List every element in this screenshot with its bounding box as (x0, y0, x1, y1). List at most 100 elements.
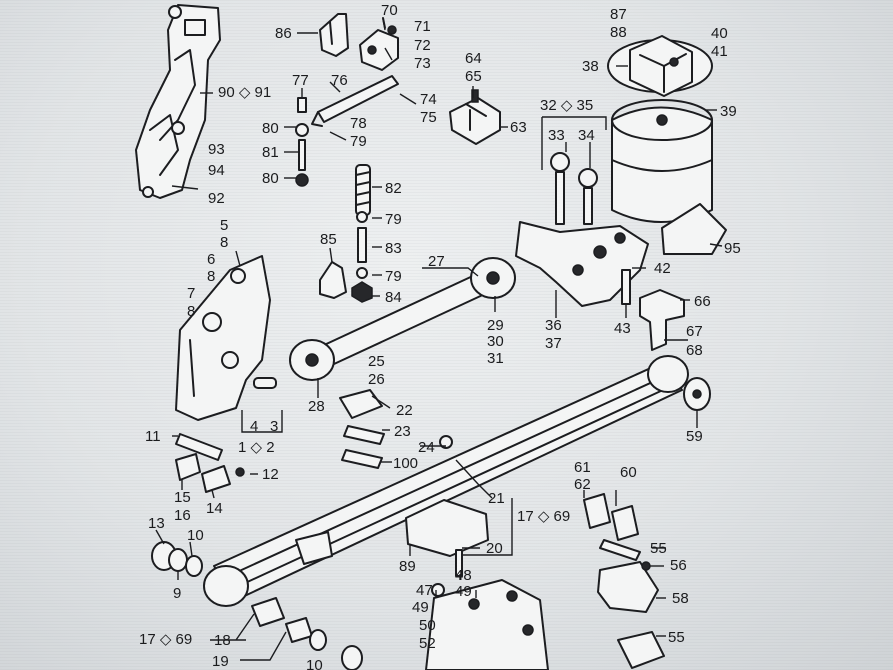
label-28: 28 (308, 398, 325, 415)
air-spring-top-38-41 (607, 35, 713, 97)
label-79-top: 79 (350, 133, 367, 150)
label-80-bottom: 80 (262, 170, 279, 187)
label-79-mid: 79 (385, 211, 402, 228)
label-77: 77 (292, 72, 309, 89)
label-86: 86 (275, 25, 292, 42)
label-5: 5 (220, 217, 228, 234)
bar-11 (175, 433, 223, 461)
washer-59 (683, 377, 711, 411)
pin-3-4 (253, 377, 277, 389)
label-34: 34 (578, 127, 595, 144)
label-92: 92 (208, 190, 225, 207)
label-31: 31 (487, 350, 504, 367)
parts-55-58 (597, 561, 665, 669)
clamp-70-73 (359, 17, 399, 71)
label-20: 20 (486, 540, 503, 557)
label-76: 76 (331, 72, 348, 89)
label-65: 65 (465, 68, 482, 85)
bolt-42-43 (621, 269, 631, 305)
label-55-upper: 55 (650, 540, 667, 557)
label-18: 18 (214, 632, 231, 649)
label-43: 43 (614, 320, 631, 337)
air-bellow-39 (611, 99, 713, 223)
bolts-33-34 (550, 152, 598, 225)
label-70: 70 (381, 2, 398, 19)
label-82: 82 (385, 180, 402, 197)
label-55-lower: 55 (668, 629, 685, 646)
label-73: 73 (414, 55, 431, 72)
bracket-90-91 (135, 4, 221, 199)
label-23: 23 (394, 423, 411, 440)
label-78: 78 (350, 115, 367, 132)
bolt-stack-77-81 (295, 97, 309, 187)
hanger-47-52 (425, 579, 549, 670)
label-13: 13 (148, 515, 165, 532)
label-4: 4 (250, 418, 258, 435)
bracket-85 (319, 261, 347, 299)
mount-63-65 (449, 89, 501, 145)
label-30: 30 (487, 333, 504, 350)
label-17-69-left: 17 ◇ 69 (139, 631, 192, 648)
label-49-left: 49 (412, 599, 429, 616)
label-85: 85 (320, 231, 337, 248)
label-94: 94 (208, 162, 225, 179)
label-60: 60 (620, 464, 637, 481)
clips-14-16 (175, 453, 245, 493)
label-61: 61 (574, 459, 591, 476)
label-17-69-right: 17 ◇ 69 (517, 508, 570, 525)
block-89 (405, 499, 489, 557)
label-62: 62 (574, 476, 591, 493)
label-100: 100 (393, 455, 418, 472)
label-8-a: 8 (220, 234, 228, 251)
label-64: 64 (465, 50, 482, 67)
label-9: 9 (173, 585, 181, 602)
label-37: 37 (545, 335, 562, 352)
label-72: 72 (414, 37, 431, 54)
label-95: 95 (724, 240, 741, 257)
label-87: 87 (610, 6, 627, 23)
label-25: 25 (368, 353, 385, 370)
label-50: 50 (419, 617, 436, 634)
label-89: 89 (399, 558, 416, 575)
bolt-20 (455, 549, 463, 577)
label-7: 7 (187, 285, 195, 302)
label-52: 52 (419, 635, 436, 652)
label-56: 56 (670, 557, 687, 574)
label-74: 74 (420, 91, 437, 108)
label-79-low: 79 (385, 268, 402, 285)
label-75: 75 (420, 109, 437, 126)
label-84: 84 (385, 289, 402, 306)
label-59: 59 (686, 428, 703, 445)
label-24: 24 (418, 439, 435, 456)
label-10-bottom: 10 (306, 657, 323, 670)
label-33: 33 (548, 127, 565, 144)
leaf-spring-beam (203, 355, 689, 607)
label-19: 19 (212, 653, 229, 670)
label-81: 81 (262, 144, 279, 161)
label-63: 63 (510, 119, 527, 136)
label-14: 14 (206, 500, 223, 517)
label-93: 93 (208, 141, 225, 158)
label-15: 15 (174, 489, 191, 506)
bushings-18-19 (251, 597, 363, 670)
label-38: 38 (582, 58, 599, 75)
label-29: 29 (487, 317, 504, 334)
label-36: 36 (545, 317, 562, 334)
label-58: 58 (672, 590, 689, 607)
label-49-right: 49 (455, 583, 472, 600)
label-11: 11 (145, 428, 161, 445)
label-26: 26 (368, 371, 385, 388)
leader-lines (155, 18, 723, 661)
torque-rod-27 (289, 257, 516, 381)
clip-86 (319, 13, 349, 57)
label-10: 10 (187, 527, 204, 544)
label-22: 22 (396, 402, 413, 419)
parts-22-24-100 (339, 389, 453, 469)
label-12: 12 (262, 466, 279, 483)
callout-labels: 86 70 71 72 73 87 88 40 41 38 90 ◇ 91 77… (139, 2, 741, 670)
label-8-c: 8 (187, 303, 195, 320)
label-83: 83 (385, 240, 402, 257)
label-1-2: 1 ◇ 2 (238, 439, 275, 456)
